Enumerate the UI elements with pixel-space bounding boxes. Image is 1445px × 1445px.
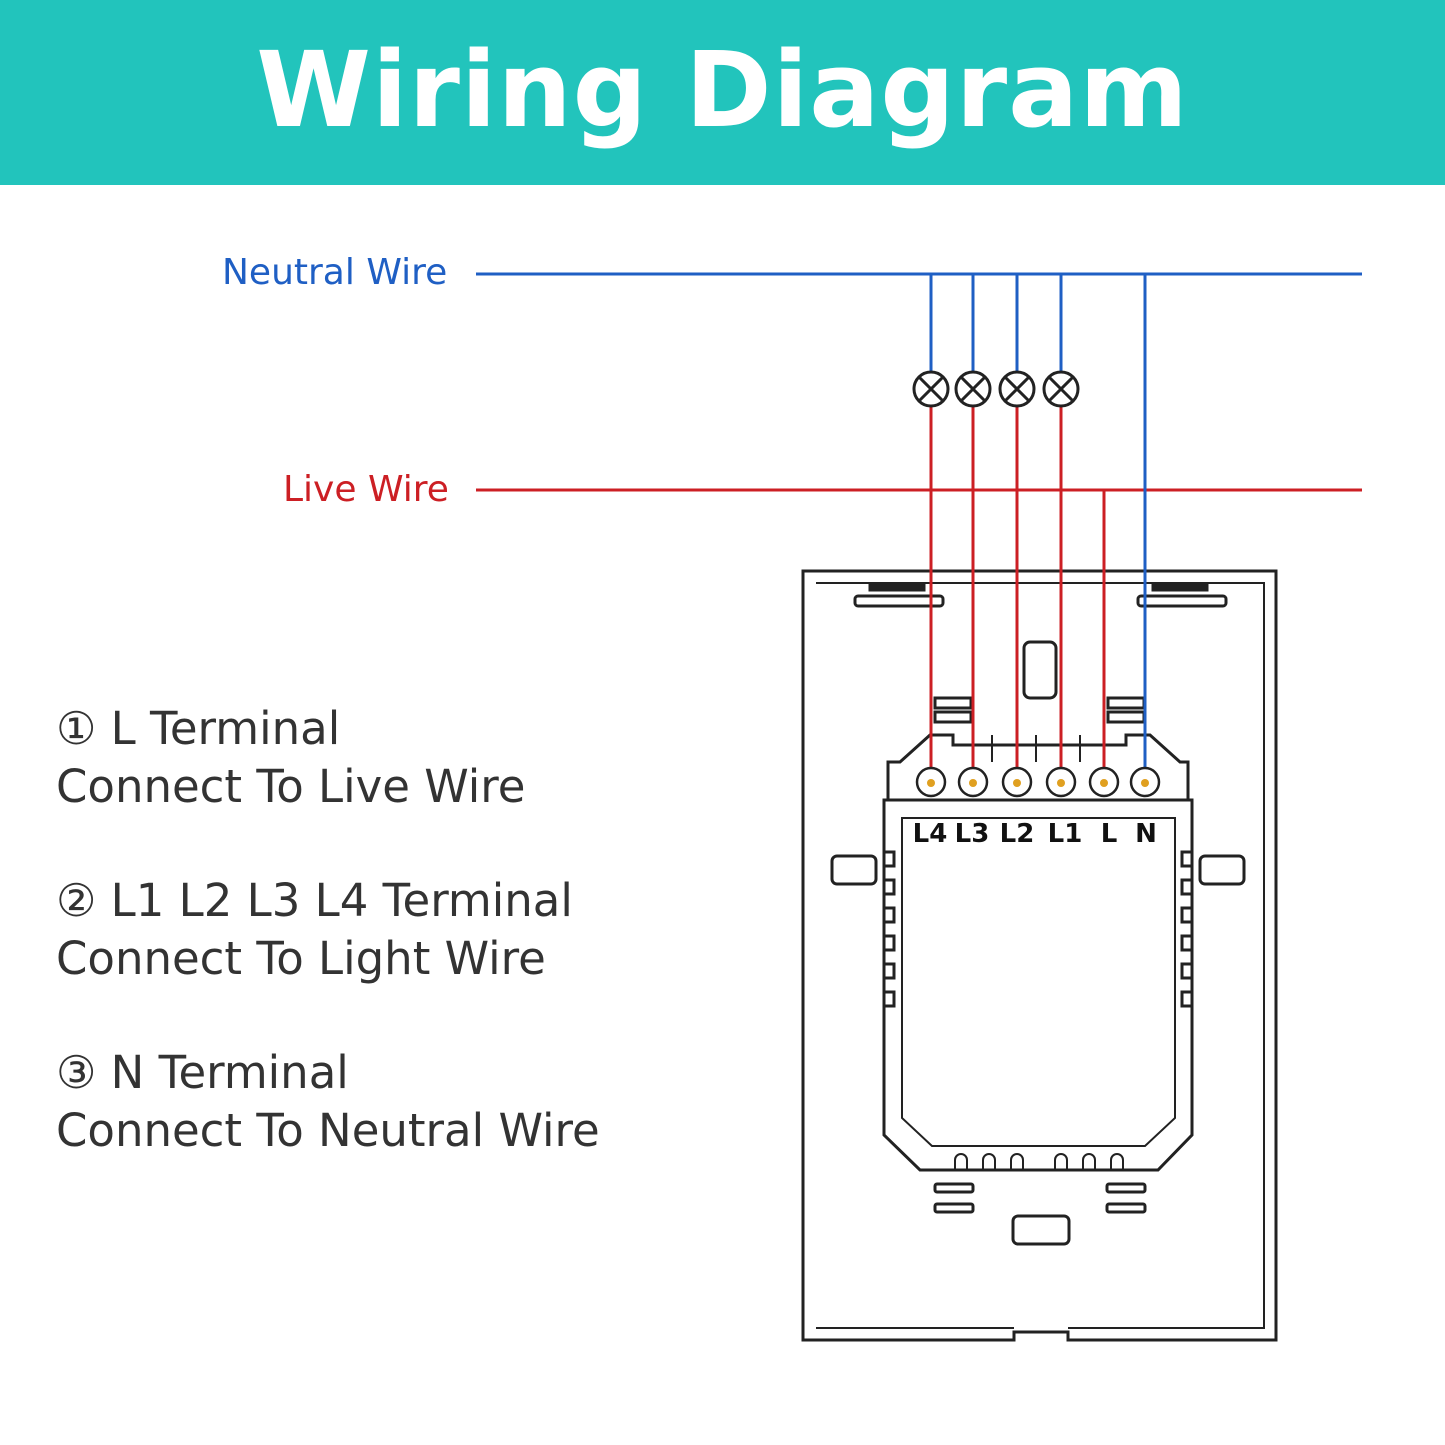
instruction-step-2: ② L1 L2 L3 L4 Terminal Connect To Light … bbox=[56, 872, 600, 988]
header-banner: Wiring Diagram bbox=[0, 0, 1445, 185]
terminal-label-l1: L1 bbox=[1048, 819, 1083, 849]
terminal-screws bbox=[915, 766, 1161, 798]
terminal-label-l2: L2 bbox=[1000, 819, 1035, 849]
switch-device bbox=[801, 569, 1278, 1342]
terminal-label-l4: L4 bbox=[913, 819, 948, 849]
instruction-step-3-detail: Connect To Neutral Wire bbox=[56, 1104, 600, 1157]
instruction-step-1-title: ① L Terminal bbox=[56, 702, 341, 755]
terminal-label-l: L bbox=[1101, 819, 1118, 849]
terminal-label-n: N bbox=[1135, 819, 1157, 849]
neutral-wire-label: Neutral Wire bbox=[222, 252, 448, 293]
instruction-step-2-title: ② L1 L2 L3 L4 Terminal bbox=[56, 874, 573, 927]
instruction-step-1: ① L Terminal Connect To Live Wire bbox=[56, 700, 600, 816]
instruction-step-3: ③ N Terminal Connect To Neutral Wire bbox=[56, 1044, 600, 1160]
page-title: Wiring Diagram bbox=[256, 28, 1189, 151]
lamp-cross-circle-icon bbox=[912, 370, 1080, 408]
light-wires bbox=[929, 407, 1106, 782]
instructions-list: ① L Terminal Connect To Live Wire ② L1 L… bbox=[56, 700, 600, 1216]
instruction-step-2-detail: Connect To Light Wire bbox=[56, 932, 546, 985]
instruction-step-3-title: ③ N Terminal bbox=[56, 1046, 349, 1099]
terminal-label-l3: L3 bbox=[955, 819, 990, 849]
neutral-drops bbox=[929, 274, 1147, 782]
terminal-labels: L4 L3 L2 L1 L N bbox=[913, 819, 1157, 849]
live-wire-label: Live Wire bbox=[283, 469, 449, 510]
instruction-step-1-detail: Connect To Live Wire bbox=[56, 760, 526, 813]
